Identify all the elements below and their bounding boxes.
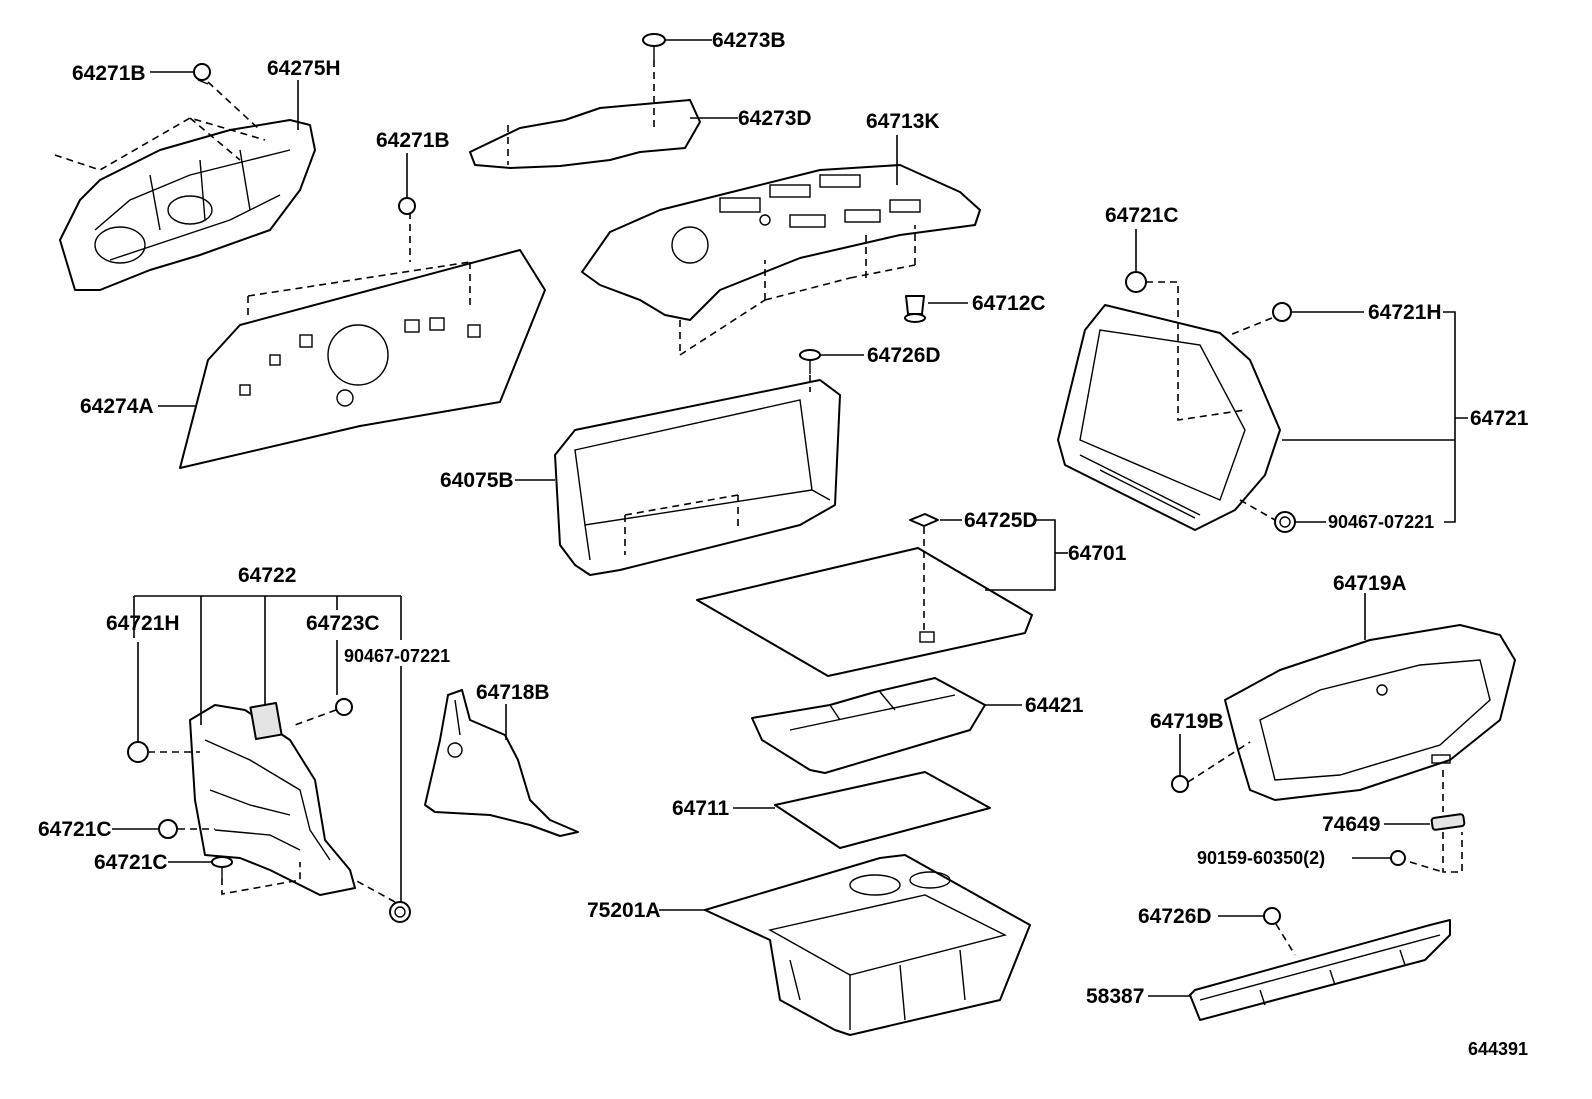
label-64725D: 64725D [964, 509, 1038, 532]
label-64719B: 64719B [1150, 710, 1224, 733]
label-75201A: 75201A [587, 899, 661, 922]
label-64721H-b: 64721H [106, 612, 180, 635]
label-90467-a: 90467-07221 [1328, 512, 1434, 532]
label-64421: 64421 [1025, 694, 1084, 717]
label-64701: 64701 [1068, 542, 1127, 565]
clip-64721H-a [1272, 302, 1292, 322]
pin-64726D-b [1263, 907, 1281, 925]
part-64713K [581, 164, 981, 321]
label-74649: 74649 [1322, 813, 1380, 836]
part-64421 [751, 677, 986, 774]
label-64718B: 64718B [476, 681, 550, 704]
label-64722: 64722 [238, 564, 296, 587]
part-64721 [1057, 304, 1281, 531]
part-75201A [704, 854, 1031, 1036]
pin-64273B [642, 33, 666, 60]
label-64721C-a: 64721C [1105, 204, 1179, 227]
clip-64721H-b [127, 741, 149, 763]
label-64711: 64711 [672, 797, 730, 820]
label-64274A: 64274A [80, 395, 154, 418]
part-64701 [696, 547, 1033, 677]
part-64275H [59, 119, 316, 291]
part-58387 [1189, 919, 1451, 1021]
label-64721C-b: 64721C [38, 818, 112, 841]
label-64723C: 64723C [306, 612, 380, 635]
label-64721: 64721 [1470, 407, 1529, 430]
tab-64725D [909, 513, 939, 527]
clip-90159 [1390, 850, 1406, 866]
pin-64726D-a [799, 349, 821, 374]
label-64271B-b: 64271B [376, 129, 450, 152]
clip-90467-b [389, 901, 411, 923]
label-64726D-a: 64726D [867, 344, 941, 367]
part-64711 [774, 771, 991, 849]
clip-64712C [904, 295, 926, 323]
part-74649 [1430, 813, 1466, 831]
label-64273D: 64273D [738, 107, 812, 130]
labels: 64271B 64275H 64271B 64274A 64273B 64273… [38, 29, 1529, 1059]
label-90467-b: 90467-07221 [344, 646, 450, 666]
clip-64721C-a [1125, 271, 1147, 293]
pin-64721C-c [211, 856, 233, 878]
figure-number: 644391 [1468, 1039, 1528, 1059]
part-64722 [189, 701, 356, 896]
label-64273B: 64273B [712, 29, 786, 52]
part-64273D [469, 99, 701, 169]
label-64726D-b: 64726D [1138, 905, 1212, 928]
clip-90467-a [1274, 511, 1296, 533]
label-64075B: 64075B [440, 469, 514, 492]
part-64718B [424, 689, 579, 837]
label-64719A: 64719A [1333, 572, 1407, 595]
clip-64721C-b [158, 819, 178, 839]
part-64274A [179, 249, 546, 469]
label-64271B-a: 64271B [72, 62, 146, 85]
clip-64271B-b [398, 197, 416, 215]
clip-64723C [335, 698, 353, 716]
label-64721C-c: 64721C [94, 851, 168, 874]
part-64719A [1224, 624, 1516, 801]
label-64713K: 64713K [866, 110, 940, 133]
clip-64271B-a [193, 63, 211, 85]
clip-64719B [1171, 775, 1189, 793]
label-64712C: 64712C [972, 292, 1046, 315]
label-64721H-a: 64721H [1368, 301, 1442, 324]
part-64075B [554, 379, 841, 576]
label-90159: 90159-60350(2) [1197, 848, 1325, 868]
label-64275H: 64275H [267, 57, 341, 80]
label-58387: 58387 [1086, 985, 1144, 1008]
